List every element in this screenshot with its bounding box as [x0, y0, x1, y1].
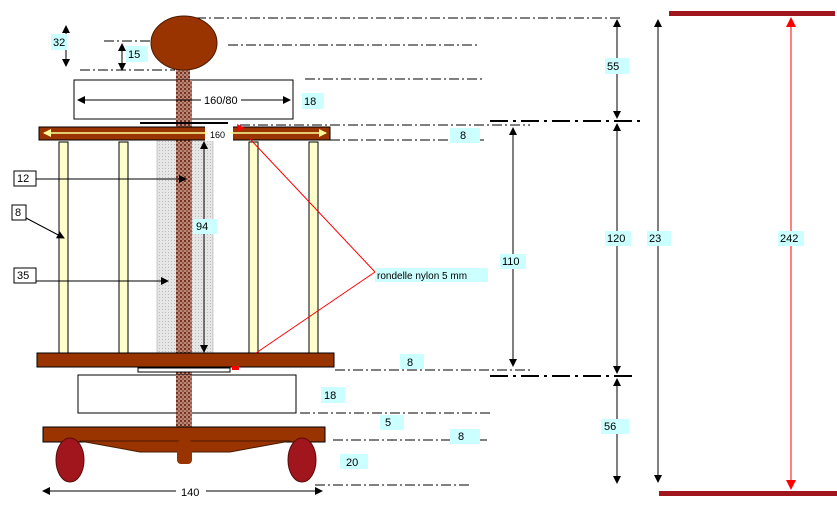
nylon-washer-arrowhead — [237, 124, 245, 131]
central-rod — [176, 80, 192, 428]
total-bottom-bar — [659, 491, 837, 496]
label-8-left: 8 — [11, 204, 27, 221]
svg-text:55: 55 — [607, 61, 619, 73]
svg-text:15: 15 — [128, 49, 140, 61]
label-20: 20 — [340, 454, 368, 469]
bottom-washer — [137, 367, 231, 373]
svg-text:32: 32 — [53, 37, 65, 49]
svg-text:23: 23 — [649, 233, 661, 245]
label-120: 120 — [605, 231, 631, 246]
label-94: 94 — [193, 219, 217, 234]
label-18-top: 18 — [302, 93, 324, 109]
svg-text:5: 5 — [385, 417, 391, 429]
left-foot — [55, 437, 85, 483]
label-8-bottom: 8 — [450, 429, 480, 444]
svg-text:8: 8 — [407, 357, 413, 369]
label-rondelle: rondelle nylon 5 mm — [375, 268, 488, 282]
label-23: 23 — [647, 231, 671, 246]
svg-text:140: 140 — [181, 487, 199, 499]
base-plate — [42, 426, 326, 443]
svg-text:rondelle nylon 5 mm: rondelle nylon 5 mm — [377, 271, 467, 282]
label-35: 35 — [13, 267, 37, 284]
bottom-frame-plate — [36, 352, 335, 368]
label-140: 140 — [176, 485, 206, 499]
right-foot — [287, 437, 317, 483]
nylon-washer-leaders — [249, 138, 376, 354]
svg-text:160: 160 — [210, 130, 225, 140]
base-pin — [177, 440, 192, 464]
svg-text:8: 8 — [458, 431, 464, 443]
svg-text:242: 242 — [780, 233, 798, 245]
label-8-top: 8 — [450, 128, 480, 143]
svg-text:160/80: 160/80 — [204, 95, 238, 107]
label-5: 5 — [380, 415, 404, 430]
nylon-washer-mark — [232, 366, 239, 370]
total-top-bar — [669, 11, 835, 16]
assembly-boundary-lines — [490, 120, 640, 377]
svg-text:8: 8 — [460, 130, 466, 142]
svg-text:94: 94 — [196, 221, 208, 233]
label-8-mid: 8 — [400, 354, 424, 369]
svg-text:35: 35 — [17, 270, 29, 282]
label-56: 56 — [601, 419, 629, 434]
svg-text:18: 18 — [324, 390, 336, 402]
svg-text:56: 56 — [604, 421, 616, 433]
label-32: 32 — [51, 34, 67, 50]
central-rod-lower — [176, 375, 192, 428]
dowel — [248, 141, 259, 355]
svg-text:12: 12 — [17, 173, 29, 185]
label-18-bottom: 18 — [321, 387, 345, 403]
label-55: 55 — [605, 58, 629, 74]
label-160-80: 160/80 — [201, 93, 241, 108]
label-160: 160 — [208, 129, 230, 140]
dowel — [118, 141, 129, 355]
svg-text:20: 20 — [346, 457, 358, 469]
dim-8-leader — [25, 217, 65, 239]
reference-lines — [80, 17, 620, 486]
svg-text:120: 120 — [607, 233, 625, 245]
svg-text:18: 18 — [304, 96, 316, 108]
svg-text:110: 110 — [502, 256, 520, 268]
label-242: 242 — [778, 231, 804, 246]
label-15: 15 — [126, 46, 148, 62]
label-12: 12 — [13, 170, 37, 187]
knob — [150, 15, 218, 71]
dowel — [308, 141, 319, 355]
dowel — [58, 141, 69, 355]
svg-text:8: 8 — [15, 207, 21, 219]
label-110: 110 — [500, 254, 526, 269]
